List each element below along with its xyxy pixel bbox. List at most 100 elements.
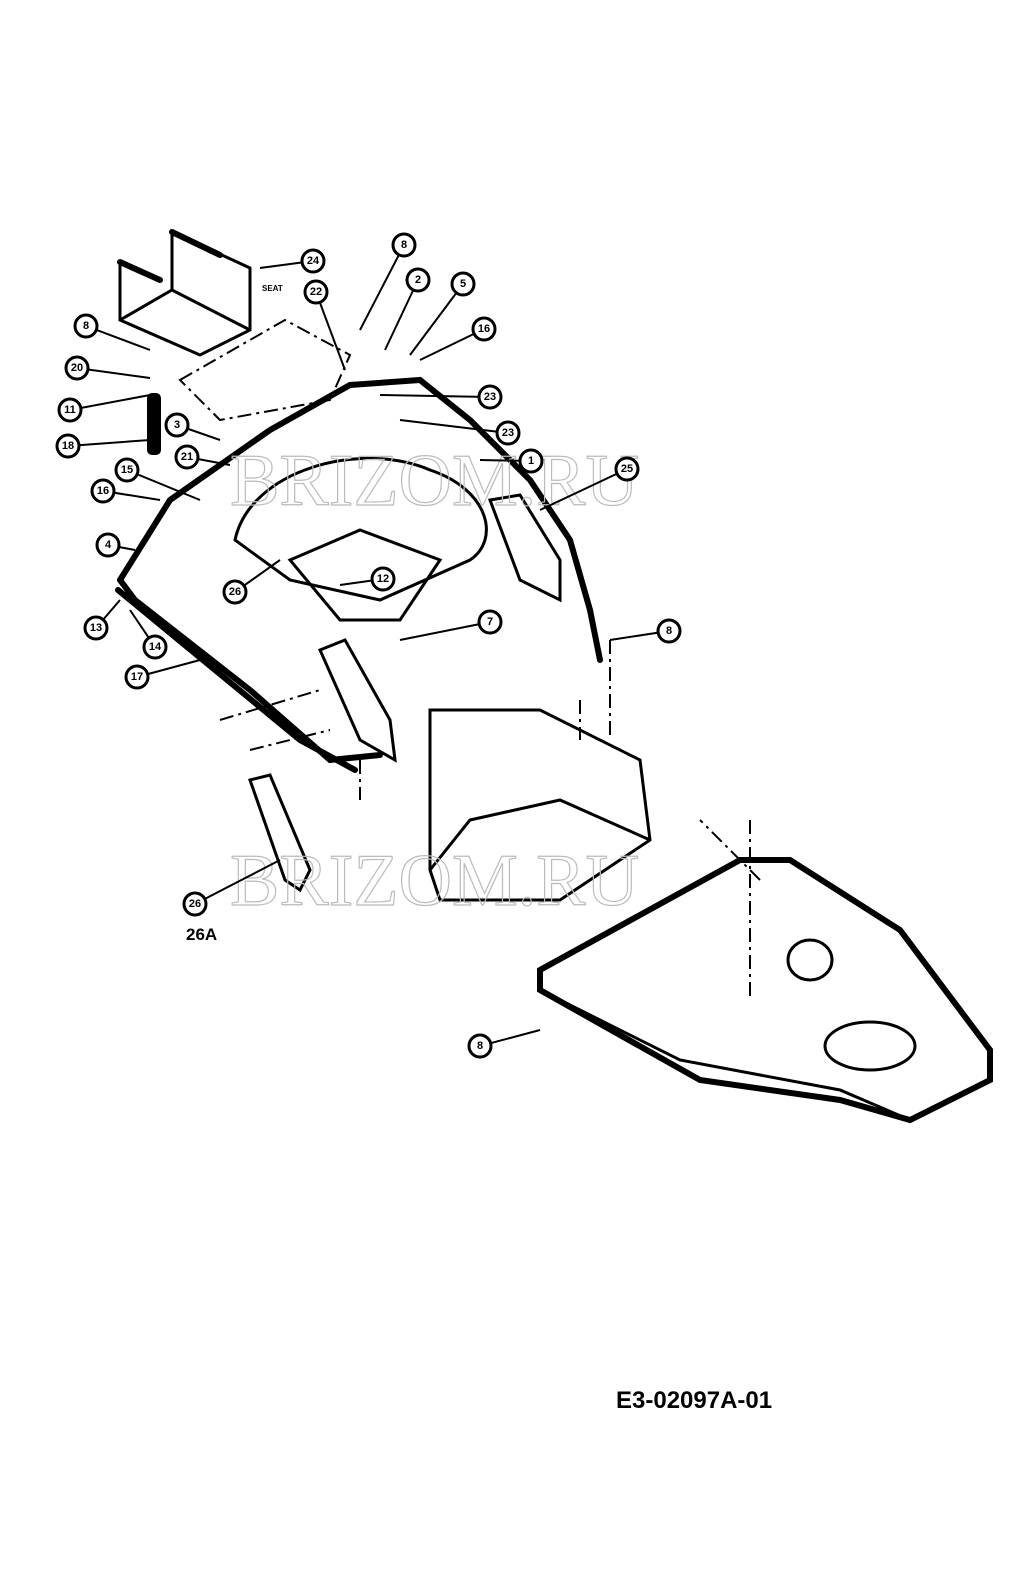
callout-number: 16	[478, 323, 490, 335]
watermark: BRIZOM.RU	[230, 440, 639, 522]
callout-number: 8	[477, 1040, 483, 1052]
callout-7: 7	[477, 609, 503, 635]
callout-12: 12	[370, 566, 396, 592]
callout-circle	[164, 412, 190, 438]
callout-number: 26	[189, 898, 201, 910]
leader-line	[315, 291, 346, 371]
callout-24: 24	[300, 248, 326, 274]
callout-number: 14	[149, 641, 162, 653]
callout-23: 23	[477, 384, 503, 410]
callout-circle	[57, 397, 83, 423]
callout-26: 26	[222, 579, 248, 605]
callout-circle	[370, 566, 396, 592]
leader-line	[359, 244, 405, 331]
callout-number: 23	[484, 391, 496, 403]
callout-number: 22	[310, 286, 322, 298]
callout-circle	[142, 634, 168, 660]
callout-circle	[471, 316, 497, 342]
callout-circle	[614, 456, 640, 482]
callout-number: 13	[90, 622, 102, 634]
callout-8: 8	[656, 618, 682, 644]
callout-number: 8	[401, 239, 407, 251]
callout-4: 4	[95, 532, 121, 558]
callout-16: 16	[471, 316, 497, 342]
callout-8: 8	[73, 313, 99, 339]
callout-13: 13	[83, 615, 109, 641]
callout-circle	[477, 384, 503, 410]
leader-line	[126, 469, 201, 501]
callout-number: 15	[121, 464, 133, 476]
callout-number: 18	[62, 440, 74, 452]
fender-body	[115, 376, 603, 893]
leader-line	[69, 394, 151, 411]
callout-circle	[114, 457, 140, 483]
leader-line	[399, 419, 509, 434]
sub-assembly-label: 26A	[186, 925, 218, 944]
callout-number: 3	[174, 419, 180, 431]
seat-spring	[147, 393, 161, 455]
callout-23: 23	[495, 420, 521, 446]
callout-circle	[405, 267, 431, 293]
callout-18: 18	[55, 433, 81, 459]
callout-circle	[656, 618, 682, 644]
callout-number: 8	[83, 320, 89, 332]
seat-bracket	[117, 229, 252, 357]
leader-line	[539, 468, 628, 511]
callout-5: 5	[450, 271, 476, 297]
callout-16: 16	[90, 478, 116, 504]
callout-8: 8	[391, 232, 417, 258]
callout-26: 26	[182, 891, 208, 917]
callout-11: 11	[57, 397, 83, 423]
callout-number: 16	[97, 485, 109, 497]
callout-circle	[477, 609, 503, 635]
frame	[219, 640, 993, 1124]
callout-circle	[174, 444, 200, 470]
callout-circle	[95, 532, 121, 558]
callout-1: 1	[518, 448, 544, 474]
callout-circle	[124, 664, 150, 690]
callout-circle	[73, 313, 99, 339]
callout-circle	[55, 433, 81, 459]
watermark: BRIZOM.RU	[230, 840, 639, 922]
leader-line	[67, 439, 151, 447]
callout-number: 11	[64, 404, 76, 416]
callout-20: 20	[64, 355, 90, 381]
trim-strip	[248, 773, 312, 893]
callout-circle	[467, 1033, 493, 1059]
leader-line	[409, 283, 464, 356]
callout-number: 12	[377, 573, 389, 585]
callout-17: 17	[124, 664, 150, 690]
callout-number: 1	[528, 455, 534, 467]
drawing-code: E3-02097A-01	[616, 1387, 773, 1414]
callout-2: 2	[405, 267, 431, 293]
callout-number: 21	[181, 451, 193, 463]
callout-number: 25	[621, 463, 633, 475]
callout-circle	[303, 279, 329, 305]
callout-22: 22	[303, 279, 329, 305]
callout-circle	[300, 248, 326, 274]
callout-number: 24	[307, 255, 320, 267]
callout-3: 3	[164, 412, 190, 438]
callout-circle	[495, 420, 521, 446]
callout-number: 17	[131, 671, 143, 683]
callout-number: 23	[502, 427, 514, 439]
callout-circle	[64, 355, 90, 381]
callout-8: 8	[467, 1033, 493, 1059]
callout-circle	[182, 891, 208, 917]
callout-circle	[450, 271, 476, 297]
callout-circle	[222, 579, 248, 605]
callout-number: 4	[105, 539, 112, 551]
callout-25: 25	[614, 456, 640, 482]
callout-number: 8	[666, 625, 672, 637]
callout-circle	[83, 615, 109, 641]
leader-line	[194, 859, 281, 905]
callout-number: 5	[460, 278, 466, 290]
callout-14: 14	[142, 634, 168, 660]
callout-21: 21	[174, 444, 200, 470]
callout-circle	[518, 448, 544, 474]
callout-number: 2	[415, 274, 421, 286]
callout-number: 26	[229, 586, 241, 598]
callout-number: 20	[71, 362, 83, 374]
